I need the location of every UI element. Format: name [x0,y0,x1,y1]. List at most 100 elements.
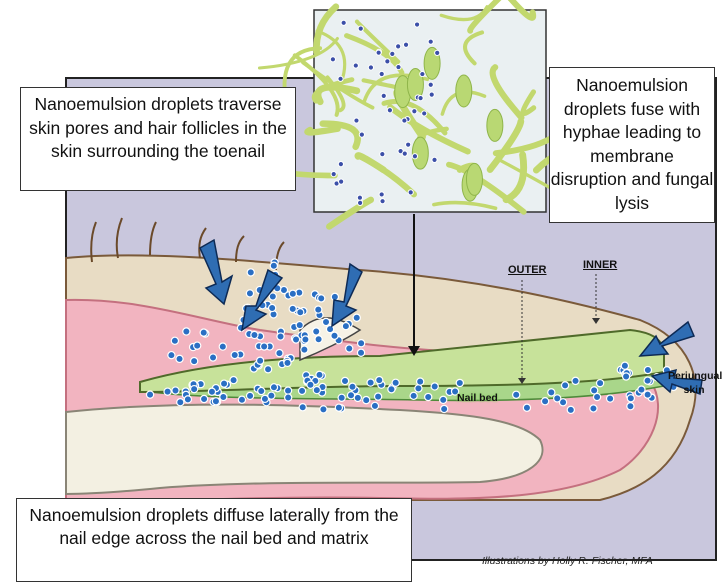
inset-droplet [338,162,343,167]
inset-droplet [420,71,425,76]
droplet [644,366,651,373]
droplet [431,383,438,390]
inset-droplet [357,200,362,205]
droplet [146,391,153,398]
inset-droplet [428,82,433,87]
droplet [212,398,219,405]
hypha-cell [456,75,472,107]
inset-droplet [368,65,373,70]
droplet [270,384,277,391]
inset-droplet [396,64,401,69]
droplet [285,394,292,401]
label-outer: OUTER [508,264,547,276]
droplet [541,398,548,405]
droplet [523,404,530,411]
droplet [591,387,598,394]
inset-droplet [402,118,407,123]
illustration-credit: Illustrations by Holly R. Fischer, MFA [482,555,653,567]
droplet [415,385,422,392]
inset-droplet [435,50,440,55]
droplet [567,406,574,413]
droplet [363,397,370,404]
label-nail-bed: Nail bed [457,392,498,404]
inset-droplet [412,109,417,114]
inset-droplet [422,111,427,116]
inset-droplet [341,20,346,25]
droplet [638,386,645,393]
droplet [298,387,305,394]
droplet [326,326,333,333]
droplet [307,381,314,388]
inset-droplet [354,118,359,123]
droplet [607,395,614,402]
droplet [209,354,216,361]
inset-droplet [358,26,363,31]
droplet [247,269,254,276]
droplet [313,386,320,393]
droplet [168,352,175,359]
inset-droplet [379,192,384,197]
droplet [191,357,198,364]
droplet [313,328,320,335]
droplet [456,379,463,386]
inset-droplet [414,22,419,27]
droplet [440,396,447,403]
inset-droplet [376,50,381,55]
callout-hyphae: Nanoemulsion droplets fuse with hyphae l… [549,67,715,223]
droplet [238,396,245,403]
droplet [172,387,179,394]
inset-droplet [379,71,384,76]
inset-droplet [338,76,343,81]
droplet [251,331,258,338]
droplet [623,373,630,380]
droplet [289,290,296,297]
droplet [177,399,184,406]
droplet [354,394,361,401]
droplet [513,391,520,398]
droplet [318,295,325,302]
droplet [562,382,569,389]
inset-droplet [359,132,364,137]
droplet [269,304,276,311]
droplet [292,336,299,343]
inset-droplet [380,199,385,204]
droplet [392,379,399,386]
droplet [191,386,198,393]
droplet [268,392,275,399]
hypha-cell [487,109,503,141]
droplet [410,392,417,399]
droplet [644,377,651,384]
droplet [358,340,365,347]
droplet [627,403,634,410]
droplet [341,377,348,384]
droplet [331,332,338,339]
droplet [220,393,227,400]
droplet [246,290,253,297]
inset-droplet [387,108,392,113]
inset-droplet [339,179,344,184]
droplet [284,387,291,394]
droplet [590,405,597,412]
droplet [200,395,207,402]
inset-droplet [396,44,401,49]
droplet [338,394,345,401]
droplet [346,345,353,352]
hypha-cell [466,163,482,195]
droplet [246,392,253,399]
hypha [307,129,337,133]
droplet [219,343,226,350]
droplet [371,402,378,409]
droplet [261,343,268,350]
droplet [257,357,264,364]
droplet [644,391,651,398]
distal-phalanx-bone [66,405,543,494]
inset-droplet [432,157,437,162]
droplet [280,286,287,293]
inset-droplet [385,59,390,64]
droplet [621,362,628,369]
inset-droplet [380,152,385,157]
label-periungual-skin: Periungual skin [668,369,720,397]
droplet [220,380,227,387]
droplet [572,377,579,384]
droplet [627,395,634,402]
